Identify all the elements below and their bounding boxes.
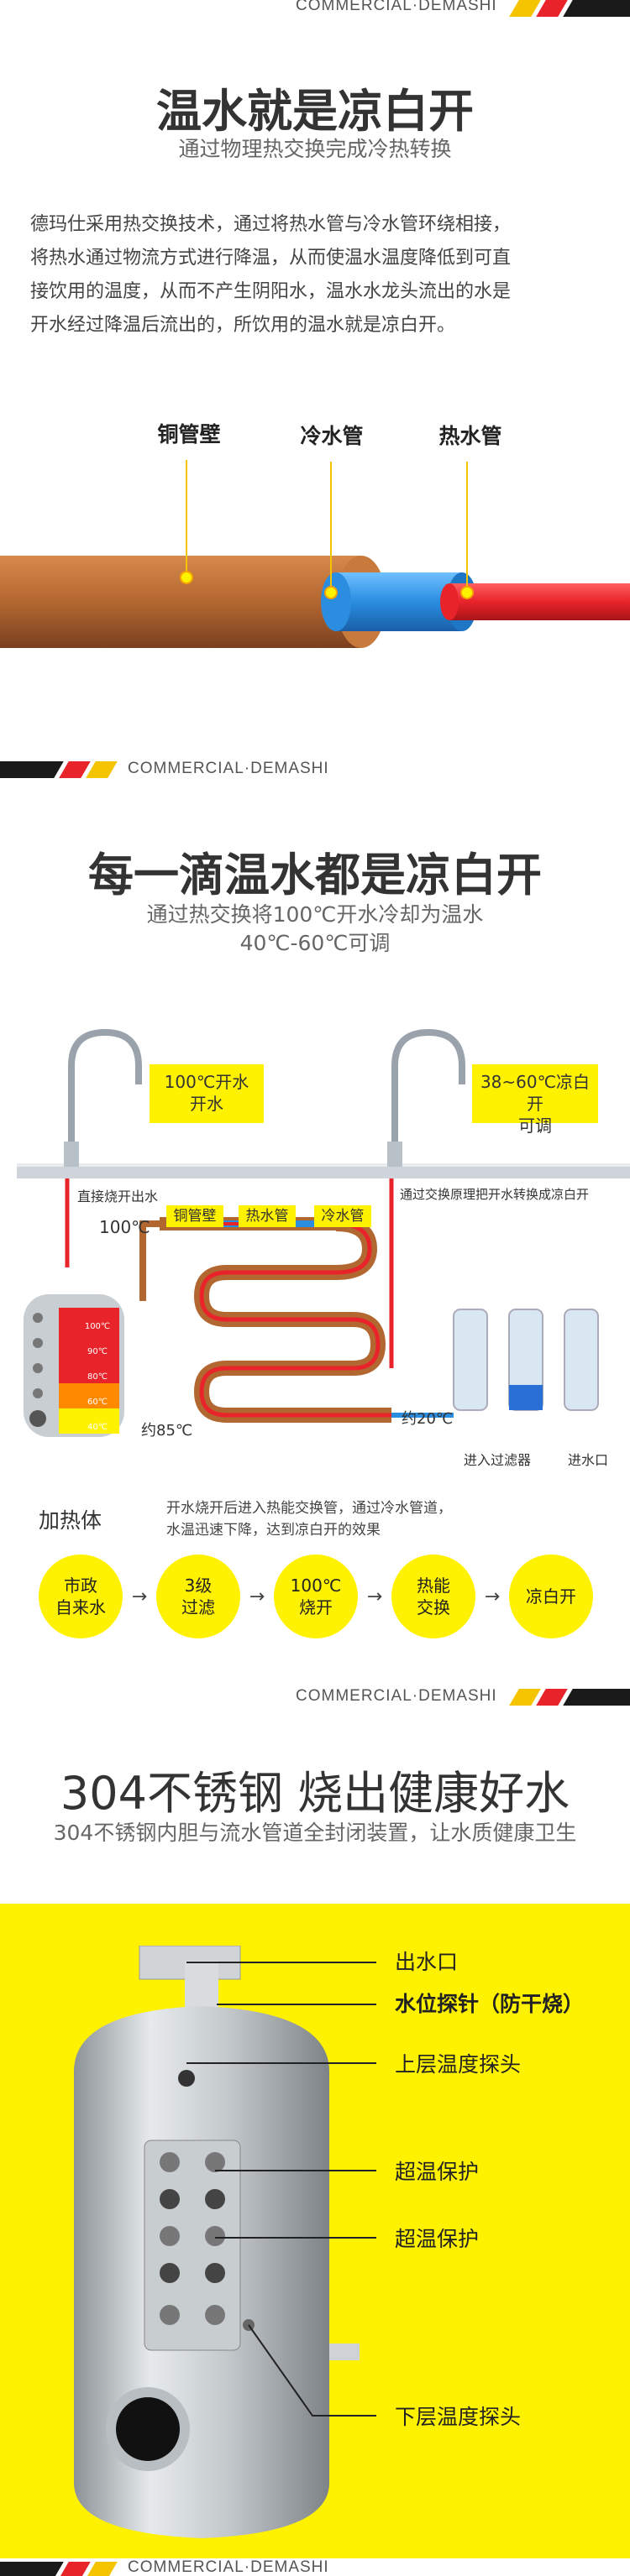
copper-pipe	[0, 556, 361, 648]
temp-85: 约85℃	[141, 1422, 193, 1440]
flow-description: 开水烧开后进入热能交换管，通过冷水管道， 水温迅速下降，达到凉白开的效果	[166, 1500, 452, 1539]
section2-subtitle-2: 40℃-60℃可调	[239, 931, 391, 955]
section1-title: 温水就是凉白开	[156, 85, 474, 138]
section3-subtitle: 304不锈钢内胆与流水管道全封闭装置，让水质健康卫生	[53, 1821, 577, 1845]
brand-text-2: COMMERCIAL·DEMASHI	[128, 760, 329, 777]
brand-bar-2: COMMERCIAL·DEMASHI	[0, 760, 630, 780]
step-tap-water: 市政 自来水	[39, 1554, 123, 1638]
brand-bar-bottom: COMMERCIAL·DEMASHI	[0, 2560, 630, 2576]
section2-subtitle-1: 通过热交换将100℃开水冷却为温水	[146, 902, 484, 927]
heater-levels: 100℃ 90℃ 80℃ 60℃ 40℃	[84, 1322, 111, 1432]
water-in-label: 进水口	[568, 1452, 609, 1468]
hot-pipe	[449, 583, 630, 620]
section2-title: 每一滴温水都是凉白开	[88, 849, 542, 901]
faucet-right-tag: 38~60℃凉白开 可调	[472, 1064, 598, 1136]
label-hot: 热水管	[438, 424, 502, 448]
arrow-icon: →	[366, 1586, 383, 1607]
brand-bar-3: COMMERCIAL·DEMASHI	[0, 1687, 630, 1707]
brand-text-bottom: COMMERCIAL·DEMASHI	[128, 2560, 329, 2576]
tag-copper: 铜管壁	[166, 1205, 223, 1227]
filter-in-label: 进入过滤器	[464, 1452, 532, 1468]
brand-text-top: COMMERCIAL·DEMASHI	[296, 0, 497, 14]
arrow-icon: →	[249, 1586, 265, 1607]
step-result: 凉白开	[509, 1554, 593, 1638]
brand-stripes-3	[509, 1689, 630, 1706]
arrow-icon: →	[484, 1586, 501, 1607]
brand-stripes-top	[509, 0, 630, 17]
arrow-icon: →	[131, 1586, 148, 1607]
section3-title: 304不锈钢 烧出健康好水	[60, 1767, 570, 1820]
tank-panel: 出水口 水位探针（防干烧） 上层温度探头 超温保护 超温保护 下层温度探头	[0, 1904, 630, 2558]
label-cold: 冷水管	[300, 424, 364, 448]
step-filter: 3级 过滤	[156, 1554, 240, 1638]
temp-20: 约20℃	[402, 1410, 454, 1428]
brand-stripes-bottom	[0, 2562, 118, 2576]
heater-label: 加热体	[39, 1508, 102, 1533]
label-level-probe: 水位探针（防干烧）	[395, 1992, 585, 2016]
tag-hot: 热水管	[239, 1205, 296, 1227]
label-overheat-1: 超温保护	[395, 2160, 480, 2184]
label-overheat-2: 超温保护	[395, 2227, 480, 2251]
faucet-left-tag: 100℃开水 开水	[150, 1064, 264, 1123]
step-exchange: 热能 交换	[391, 1554, 475, 1638]
brand-stripes-2	[0, 761, 118, 778]
label-outlet: 出水口	[395, 1950, 459, 1974]
label-copper: 铜管壁	[157, 422, 221, 447]
pipe-cross-section	[0, 460, 630, 655]
process-steps: 市政 自来水 → 3级 过滤 → 100℃ 烧开 → 热能 交换 → 凉白开	[39, 1554, 593, 1638]
label-upper-probe: 上层温度探头	[395, 2052, 522, 2077]
water-flow-diagram	[17, 1028, 630, 1437]
brand-text-3: COMMERCIAL·DEMASHI	[296, 1687, 497, 1705]
section1-subtitle: 通过物理热交换完成冷热转换	[178, 137, 452, 161]
note-right: 通过交换原理把开水转换成凉白开	[400, 1187, 590, 1202]
note-left: 直接烧开出水	[77, 1189, 159, 1204]
temp-100: 100℃	[99, 1217, 150, 1237]
section1-paragraph: 德玛仕采用热交换技术，通过将热水管与冷水管环绕相接， 将热水通过物流方式进行降温…	[30, 214, 512, 336]
tag-cold: 冷水管	[314, 1205, 371, 1227]
callout-lines	[186, 1962, 376, 2417]
step-boil: 100℃ 烧开	[274, 1554, 358, 1638]
label-lower-probe: 下层温度探头	[395, 2405, 522, 2429]
top-banner: COMMERCIAL·DEMASHI	[0, 0, 630, 18]
